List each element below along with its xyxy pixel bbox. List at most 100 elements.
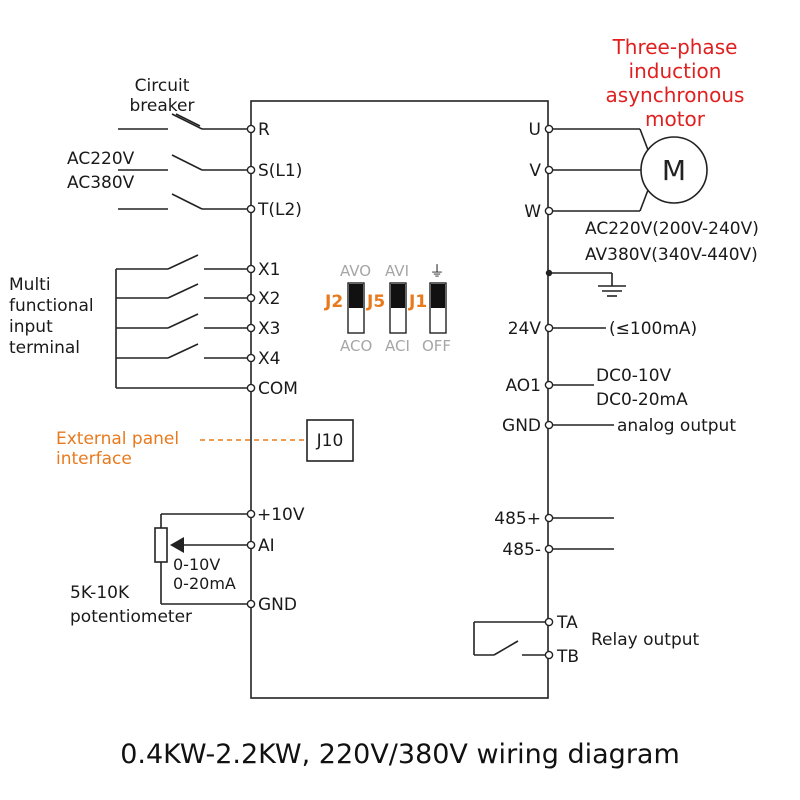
terminal-ai-label: AI bbox=[258, 536, 275, 556]
panel-label-line-1: External panel bbox=[56, 429, 179, 449]
input-label: Multi functional input terminal bbox=[9, 275, 94, 358]
node-v bbox=[544, 165, 554, 175]
terminal-x4-label: X4 bbox=[258, 349, 280, 369]
supply-label-line-1: AC220V bbox=[67, 149, 135, 169]
terminal-x1-label: X1 bbox=[258, 260, 280, 280]
node-ao1 bbox=[544, 380, 554, 390]
inverter-housing bbox=[250, 100, 549, 699]
breaker-leader bbox=[175, 113, 201, 127]
terminal-gnd-right-label: GND bbox=[502, 416, 541, 436]
terminal-485p-label: 485+ bbox=[494, 509, 541, 529]
node-tb bbox=[544, 650, 554, 660]
node-10v bbox=[246, 509, 256, 519]
ao-range-line-2: DC0-20mA bbox=[596, 390, 688, 410]
terminal-gnd-left-label: GND bbox=[258, 595, 297, 615]
ao-note: analog output bbox=[617, 416, 736, 436]
jumper-bottom-off: OFF bbox=[422, 337, 451, 355]
node-com bbox=[246, 383, 256, 393]
panel-label-line-2: interface bbox=[56, 449, 132, 469]
terminal-v-label: V bbox=[529, 161, 541, 181]
node-gnd-right bbox=[544, 420, 554, 430]
terminal-tb-label: TB bbox=[556, 647, 579, 667]
input-label-line-2: functional bbox=[9, 296, 94, 316]
jumper-name-j5: J5 bbox=[366, 292, 385, 312]
motor-letter: M bbox=[662, 154, 686, 187]
relay-circuit bbox=[473, 617, 554, 660]
motor-caption-line-4: motor bbox=[645, 107, 706, 131]
right-terminals bbox=[544, 323, 614, 430]
ground-connection bbox=[545, 269, 626, 297]
ai-range-line-2: 0-20mA bbox=[173, 574, 236, 593]
ao-range-line-1: DC0-10V bbox=[596, 366, 672, 386]
supply-note: (≤100mA) bbox=[609, 319, 697, 339]
node-ai bbox=[246, 540, 256, 550]
jumper-name-j1: J1 bbox=[408, 292, 427, 312]
diagram-title: 0.4KW-2.2KW, 220V/380V wiring diagram bbox=[120, 739, 680, 770]
node-x1 bbox=[246, 264, 256, 274]
jumper-top-avi: AVI bbox=[385, 262, 409, 280]
node-ta bbox=[544, 617, 554, 627]
node-t bbox=[246, 204, 256, 214]
relay-label: Relay output bbox=[591, 630, 700, 650]
breaker-label-line-2: breaker bbox=[130, 96, 195, 116]
node-s bbox=[246, 165, 256, 175]
input-label-line-4: terminal bbox=[9, 338, 80, 358]
jumper-j1-cap bbox=[431, 284, 445, 308]
node-w bbox=[544, 206, 554, 216]
node-485p bbox=[544, 513, 554, 523]
pot-label-line-2: potentiometer bbox=[70, 607, 192, 627]
terminal-s-label: S(L1) bbox=[258, 161, 302, 181]
ground-icon: ⏚ bbox=[429, 262, 444, 280]
terminal-t-label: T(L2) bbox=[257, 200, 302, 220]
terminal-10v-label: +10V bbox=[257, 505, 305, 525]
wire-u-bend bbox=[639, 128, 649, 151]
terminal-ta-label: TA bbox=[556, 613, 578, 633]
jumper-name-j2: J2 bbox=[324, 292, 343, 312]
jumper-j5-cap bbox=[391, 284, 405, 308]
terminal-u-label: U bbox=[529, 120, 541, 140]
motor-caption-line-2: induction bbox=[629, 59, 722, 83]
wiper-arrow-icon bbox=[170, 537, 184, 553]
breaker-label-line-1: Circuit bbox=[135, 76, 190, 96]
supply-label-line-2: AC380V bbox=[67, 173, 135, 193]
power-input-switches bbox=[118, 113, 256, 214]
terminal-x3-label: X3 bbox=[258, 319, 280, 339]
wire-w-bend bbox=[639, 189, 649, 212]
input-switches bbox=[115, 254, 256, 393]
node-r bbox=[246, 124, 256, 134]
terminal-24v-label: 24V bbox=[508, 319, 542, 339]
node-x3 bbox=[246, 323, 256, 333]
terminal-w-label: W bbox=[524, 202, 541, 222]
motor-voltage-line-2: AV380V(340V-440V) bbox=[585, 245, 758, 265]
motor-caption-line-3: asynchronous bbox=[606, 83, 745, 107]
motor-caption-line-1: Three-phase bbox=[612, 35, 738, 59]
node-485n bbox=[544, 544, 554, 554]
jumper-bottom-aci: ACI bbox=[385, 337, 410, 355]
motor-terminals: U V W bbox=[524, 120, 649, 222]
terminal-ao1-label: AO1 bbox=[505, 376, 541, 396]
connector-j10[interactable] bbox=[306, 419, 354, 462]
pot-label-line-1: 5K-10K bbox=[70, 583, 130, 603]
ground-node bbox=[545, 269, 553, 277]
motor-caption: Three-phase induction asynchronous motor bbox=[606, 35, 745, 131]
node-u bbox=[544, 124, 554, 134]
jumper-block: AVO AVI ⏚ J2 J5 J1 ACO ACI OFF bbox=[324, 262, 451, 355]
terminal-r-label: R bbox=[258, 120, 270, 140]
terminal-485n-label: 485- bbox=[502, 540, 541, 560]
jumper-top-avo: AVO bbox=[340, 262, 371, 280]
node-gnd-left bbox=[246, 599, 256, 609]
node-x2 bbox=[246, 293, 256, 303]
potentiometer-symbol bbox=[154, 527, 168, 563]
input-label-line-1: Multi bbox=[9, 275, 51, 295]
terminal-com-label: COM bbox=[258, 379, 298, 399]
rs485-terminals bbox=[544, 513, 614, 554]
ai-range-line-1: 0-10V bbox=[173, 555, 220, 574]
connector-j10-label: J10 bbox=[316, 431, 344, 451]
input-label-line-3: input bbox=[9, 317, 53, 337]
jumper-j2-cap bbox=[349, 284, 363, 308]
terminal-x2-label: X2 bbox=[258, 289, 280, 309]
jumper-bottom-aco: ACO bbox=[340, 337, 372, 355]
node-24v bbox=[544, 323, 554, 333]
node-x4 bbox=[246, 353, 256, 363]
